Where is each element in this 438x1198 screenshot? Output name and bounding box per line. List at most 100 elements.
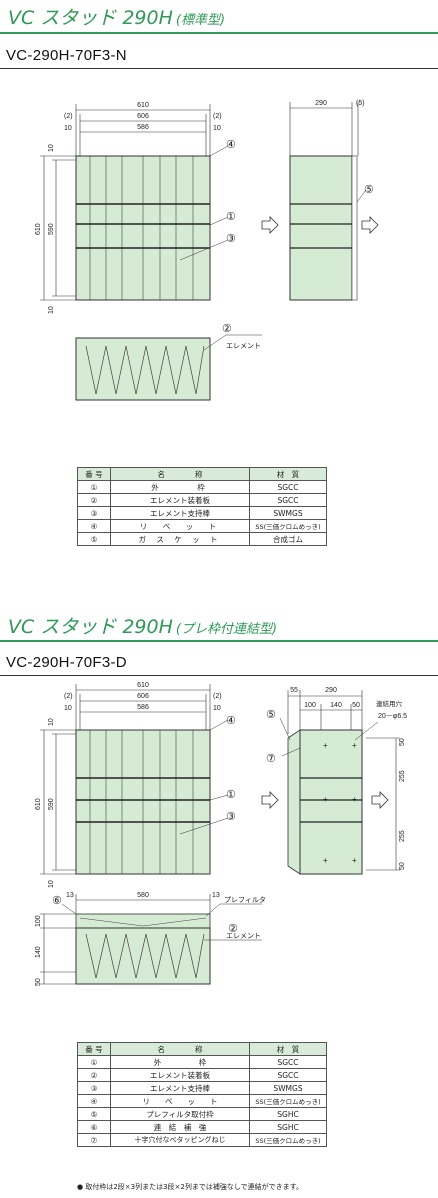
section1-title: VC スタッド 290H(標準型) <box>8 3 225 30</box>
s1-dim-top: 10 <box>48 144 55 152</box>
s2-callout-6: ⑥ <box>52 895 62 907</box>
s1-dim-side-right: 10 <box>213 125 221 132</box>
s2-side-v50a: 50 <box>399 738 406 746</box>
s1-th-name: 名 称 <box>110 467 250 481</box>
s1-dim-paren-right: (2) <box>213 113 222 120</box>
section2-footnote: ● 取付枠は2段×3列または3段×2列までは補強なしで連結ができます。 <box>77 1183 303 1191</box>
s1-callout-3: ③ <box>226 233 236 245</box>
row-name: プレフィルタ取付枠 <box>110 1107 250 1121</box>
s1-callout-4: ④ <box>226 139 236 151</box>
row-material: SGHC <box>249 1107 327 1121</box>
row-material: SGHC <box>249 1120 327 1134</box>
row-number: ③ <box>77 1081 111 1095</box>
svg-text:+: + <box>352 741 357 750</box>
row-number: ⑤ <box>77 532 111 546</box>
s2-bottom-left: 13 <box>66 892 74 899</box>
s2-dim-overall-height: 610 <box>35 798 42 810</box>
s1-dim-side-left: 10 <box>64 125 72 132</box>
row-name: 連 結 補 強 <box>110 1120 250 1134</box>
row-material: SWMGS <box>249 1081 327 1095</box>
section2-title-main: VC スタッド 290H <box>8 616 173 638</box>
s2-dim-element-width: 586 <box>137 704 149 711</box>
s2-callout-7: ⑦ <box>266 753 276 765</box>
section2-model: VC-290H-70F3-D <box>6 654 127 671</box>
row-material: SGCC <box>249 493 327 507</box>
s1-dim-inner-width: 606 <box>137 113 149 120</box>
row-name: 外 枠 <box>110 480 250 494</box>
s2-side-d50: 50 <box>352 702 360 709</box>
s2-dim-overall-width: 610 <box>137 682 149 689</box>
section1-title-main: VC スタッド 290H <box>8 7 173 29</box>
row-number: ⑦ <box>77 1133 111 1147</box>
s2-dim-paren-right: (2) <box>213 693 222 700</box>
s1-dim-overall-width: 610 <box>137 102 149 109</box>
s1-dim-element-width: 586 <box>137 124 149 131</box>
row-material: SGCC <box>249 480 327 494</box>
s1-side-paren: (5) <box>356 100 365 107</box>
s2-dim-top: 10 <box>48 718 55 726</box>
s2-side-v255a: 255 <box>399 770 406 782</box>
section2-drawing: ++ ++ ++ 610 606 586 (2) (2) 10 10 610 5… <box>35 682 407 986</box>
s1-callout-1: ① <box>226 211 236 223</box>
row-name: エレメント装着板 <box>110 493 250 507</box>
section2-title: VC スタッド 290H(プレ枠付連結型) <box>8 612 277 639</box>
row-name: 外 枠 <box>110 1055 250 1069</box>
svg-text:+: + <box>323 795 328 804</box>
row-name: エレメント支持棒 <box>110 506 250 520</box>
s2-side-d140: 140 <box>330 702 342 709</box>
section2-title-rule <box>0 640 438 642</box>
s2-side-v255b: 255 <box>399 830 406 842</box>
section2-title-sub: (プレ枠付連結型) <box>175 622 278 637</box>
section1-drawing: 610 606 586 (2) (2) 10 10 610 590 10 10 … <box>35 100 379 401</box>
s1-dim-overall-height: 610 <box>35 223 42 235</box>
s2-side-pre: 55 <box>290 687 298 694</box>
row-name: リ ベ ッ ト <box>110 1094 250 1108</box>
s2-callout-2: ② <box>228 923 238 935</box>
row-number: ① <box>77 480 111 494</box>
section1-model-rule <box>0 68 438 69</box>
row-material: SWMGS <box>249 506 327 520</box>
row-name: ガ ス ケ ッ ト <box>110 532 250 546</box>
s2-hole-spec: 20－φ6.5 <box>378 713 407 720</box>
s1-side-depth: 290 <box>315 100 327 107</box>
s1-dim-inner-height: 590 <box>48 223 55 235</box>
section1-model: VC-290H-70F3-N <box>6 47 127 64</box>
svg-text:+: + <box>352 795 357 804</box>
s2-callout-4: ④ <box>226 715 236 727</box>
s2-bottom-right: 13 <box>212 892 220 899</box>
row-number: ① <box>77 1055 111 1069</box>
s2-dim-side-right: 10 <box>213 705 221 712</box>
s1-callout-2: ② <box>222 323 232 335</box>
row-material: SGCC <box>249 1068 327 1082</box>
s2-side-d100: 100 <box>304 702 316 709</box>
row-material: SS(三価クロムめっき) <box>249 519 327 533</box>
s2-dim-inner-width: 606 <box>137 693 149 700</box>
s2-bottom-v140: 140 <box>35 946 42 958</box>
s2-th-name: 名 称 <box>110 1042 250 1056</box>
svg-text:+: + <box>323 741 328 750</box>
s1-callout-5: ⑤ <box>364 184 374 196</box>
s1-dim-paren-left: (2) <box>64 113 73 120</box>
row-number: ④ <box>77 519 111 533</box>
s2-bottom-mid: 580 <box>137 892 149 899</box>
row-number: ② <box>77 493 111 507</box>
row-material: SS(三価クロムめっき) <box>249 1133 327 1147</box>
row-name: エレメント支持棒 <box>110 1081 250 1095</box>
row-number: ⑤ <box>77 1107 111 1121</box>
s2-hole-label: 連結用穴 <box>376 699 403 708</box>
row-name: エレメント装着板 <box>110 1068 250 1082</box>
s2-callout-1: ① <box>226 789 236 801</box>
s2-element-label: エレメント <box>226 933 261 940</box>
s2-prefilter-label: プレフィルタ <box>224 895 266 904</box>
